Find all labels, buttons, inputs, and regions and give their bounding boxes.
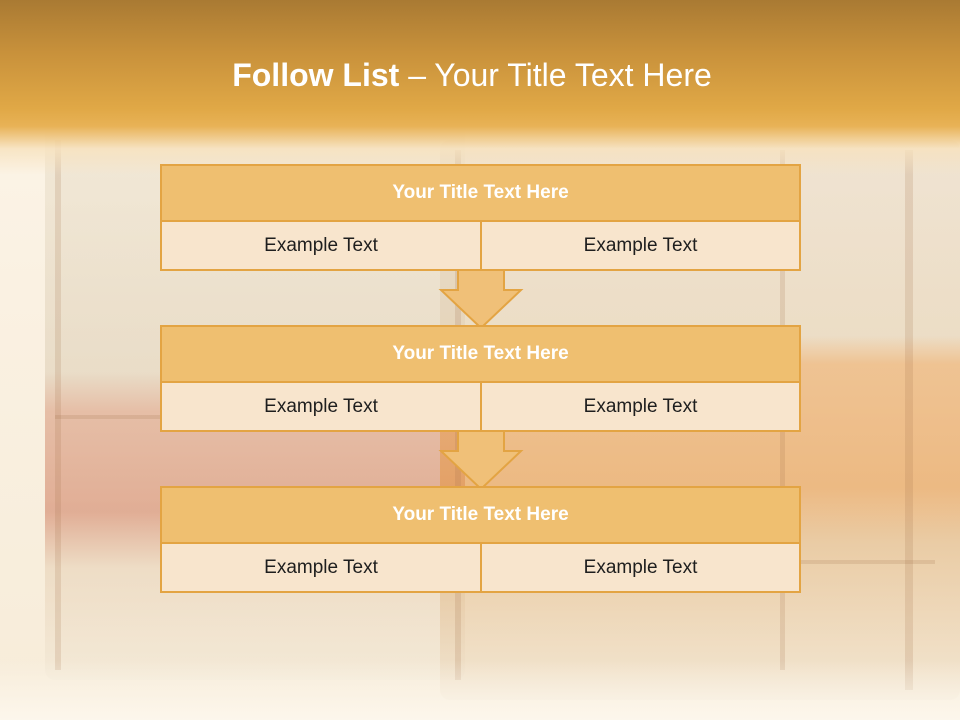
header-band: Follow List – Your Title Text Here	[0, 0, 960, 175]
slide-title: Follow List – Your Title Text Here	[0, 52, 944, 98]
slide-title-bold: Follow List	[232, 57, 400, 93]
bottom-fade	[0, 660, 960, 720]
block-title: Your Title Text Here	[160, 486, 801, 544]
block-title: Your Title Text Here	[160, 325, 801, 383]
slide-title-rest: – Your Title Text Here	[399, 57, 712, 93]
arrow-down-icon	[438, 268, 524, 330]
arrow-down-icon	[438, 429, 524, 491]
block-title: Your Title Text Here	[160, 164, 801, 222]
block-cell-right: Example Text	[480, 220, 801, 271]
block-cell-right: Example Text	[480, 381, 801, 432]
block-cell-left: Example Text	[160, 381, 482, 432]
glass-edge	[905, 150, 913, 690]
block-cell-left: Example Text	[160, 220, 482, 271]
block-cell-left: Example Text	[160, 542, 482, 593]
block-cell-right: Example Text	[480, 542, 801, 593]
glass-edge	[55, 140, 61, 670]
